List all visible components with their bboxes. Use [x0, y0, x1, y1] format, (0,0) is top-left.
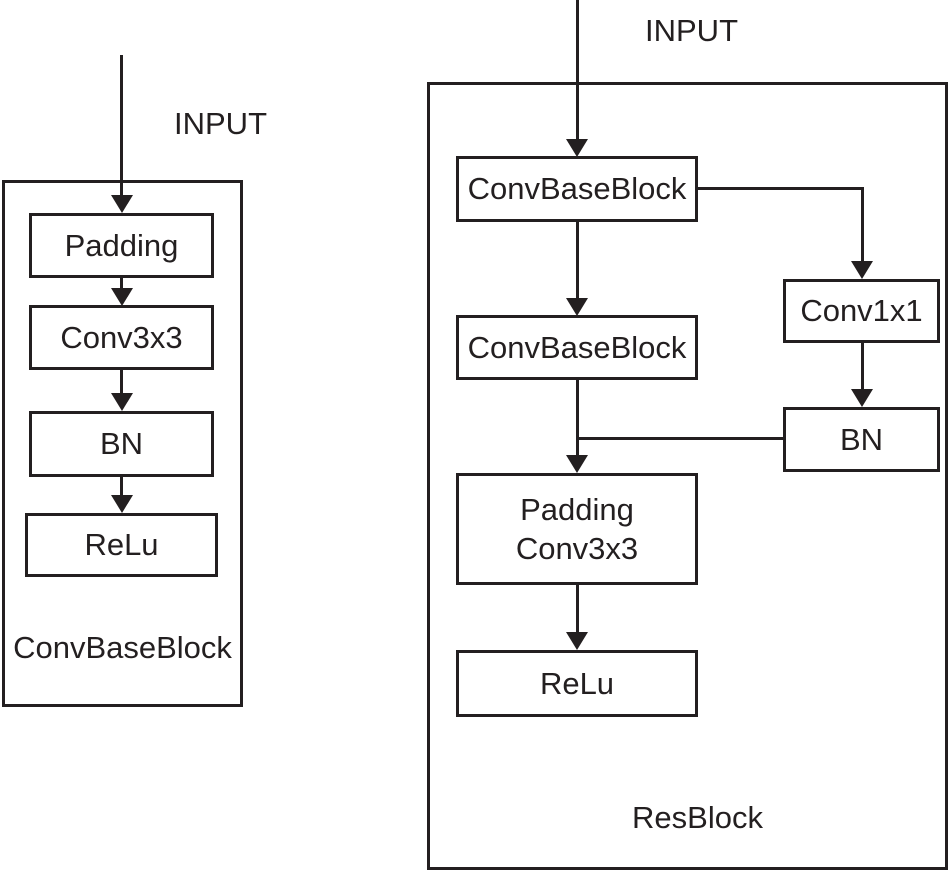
node-conv1x1-label: Conv1x1 — [800, 293, 923, 329]
node-convbaseblock-2-label: ConvBaseBlock — [467, 329, 687, 365]
node-conv3x3-label: Conv3x3 — [60, 319, 183, 355]
right-arrowhead-2-icon — [566, 455, 588, 473]
right-input-line — [576, 0, 579, 139]
node-padding-label: Padding — [64, 227, 179, 263]
resblock-caption: ResBlock — [632, 800, 763, 835]
resblock-outer-box — [427, 82, 948, 870]
left-arrowhead-1-icon — [111, 288, 133, 306]
right-arrow-line-3 — [576, 585, 579, 633]
skip-branch-hline — [698, 187, 864, 190]
node-padding-conv3x3-label-line2: Conv3x3 — [515, 531, 639, 566]
node-bn-right: BN — [783, 407, 940, 472]
node-bn: BN — [29, 411, 214, 477]
node-relu-label: ReLu — [84, 527, 159, 563]
skip-branch-arrowhead-icon — [851, 261, 873, 279]
left-input-arrowhead-icon — [111, 195, 133, 213]
node-relu-right: ReLu — [456, 650, 698, 717]
left-arrow-line-1 — [120, 278, 123, 289]
node-conv1x1: Conv1x1 — [783, 279, 940, 343]
node-padding: Padding — [29, 213, 214, 278]
node-conv3x3: Conv3x3 — [29, 305, 214, 370]
conv1x1-bn-arrowhead-icon — [851, 389, 873, 407]
right-arrowhead-1-icon — [566, 298, 588, 316]
left-arrowhead-2-icon — [111, 393, 133, 411]
skip-branch-vline — [861, 187, 864, 262]
node-convbaseblock-1-label: ConvBaseBlock — [467, 171, 687, 207]
node-convbaseblock-2: ConvBaseBlock — [456, 315, 698, 380]
left-arrowhead-3-icon — [111, 495, 133, 513]
convbaseblock-outer-box — [2, 180, 243, 707]
right-arrow-line-1 — [576, 222, 579, 299]
right-arrowhead-3-icon — [566, 632, 588, 650]
left-input-line — [120, 55, 123, 195]
bn-merge-hline — [576, 437, 783, 440]
left-input-label: INPUT — [174, 106, 267, 141]
node-bn-label: BN — [99, 426, 144, 462]
node-padding-conv3x3-label-line1: Padding — [520, 491, 634, 527]
node-relu-right-label: ReLu — [539, 665, 615, 701]
left-arrow-line-2 — [120, 370, 123, 394]
node-relu: ReLu — [25, 513, 218, 577]
conv1x1-bn-arrow-line — [861, 343, 864, 390]
convbaseblock-caption: ConvBaseBlock — [13, 630, 232, 665]
right-input-label: INPUT — [645, 13, 738, 48]
left-arrow-line-3 — [120, 477, 123, 496]
node-padding-conv3x3: Padding Conv3x3 — [456, 473, 698, 585]
right-arrow-line-2 — [576, 380, 579, 456]
right-input-arrowhead-icon — [566, 139, 588, 157]
node-convbaseblock-1: ConvBaseBlock — [456, 156, 698, 222]
node-bn-right-label: BN — [839, 421, 884, 457]
